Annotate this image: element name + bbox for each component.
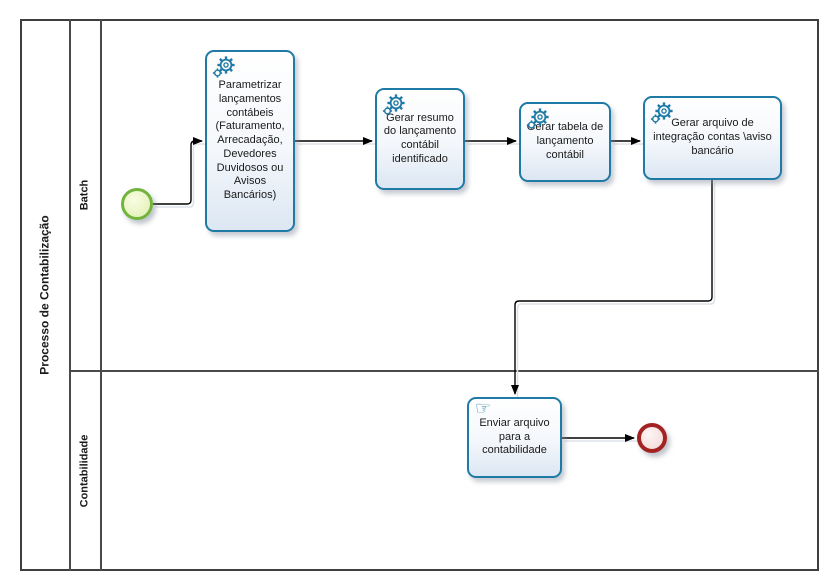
- pool-title-divider: [69, 19, 71, 571]
- pool-title-band: Processo de Contabilização: [20, 19, 69, 571]
- start-event[interactable]: [121, 188, 153, 220]
- lane-label-divider: [100, 19, 102, 571]
- lane-contabilidade-label: Contabilidade: [78, 434, 91, 507]
- task-label: Parametrizar lançamentos contábeis (Fatu…: [215, 79, 285, 202]
- gears-icon: [212, 56, 235, 78]
- end-event[interactable]: [637, 423, 667, 453]
- lane-batch-label: Batch: [78, 179, 91, 210]
- task-label: Gerar arquivo de integração contas \avis…: [653, 117, 772, 157]
- task-gerar-tabela[interactable]: Gerar tabela de lançamento contábil: [519, 102, 611, 182]
- task-label: Gerar tabela de lançamento contábil: [526, 121, 604, 161]
- task-gerar-arquivo-integracao[interactable]: Gerar arquivo de integração contas \avis…: [643, 96, 782, 180]
- task-gerar-resumo[interactable]: Gerar resumo do lançamento contábil iden…: [375, 88, 465, 190]
- task-parametrizar-lancamentos[interactable]: Parametrizar lançamentos contábeis (Fatu…: [205, 50, 295, 232]
- task-enviar-arquivo[interactable]: ☞ Enviar arquivo para a contabilidade: [467, 397, 562, 478]
- hand-icon: ☞: [475, 398, 492, 419]
- lane-contabilidade-band: Contabilidade: [69, 370, 100, 571]
- pool-title: Processo de Contabilização: [37, 215, 52, 375]
- task-label: Enviar arquivo para a contabilidade: [479, 416, 550, 457]
- pool-frame: [20, 19, 819, 571]
- lane-divider: [69, 370, 819, 372]
- lane-batch-band: Batch: [69, 19, 100, 370]
- task-label: Gerar resumo do lançamento contábil iden…: [383, 111, 457, 165]
